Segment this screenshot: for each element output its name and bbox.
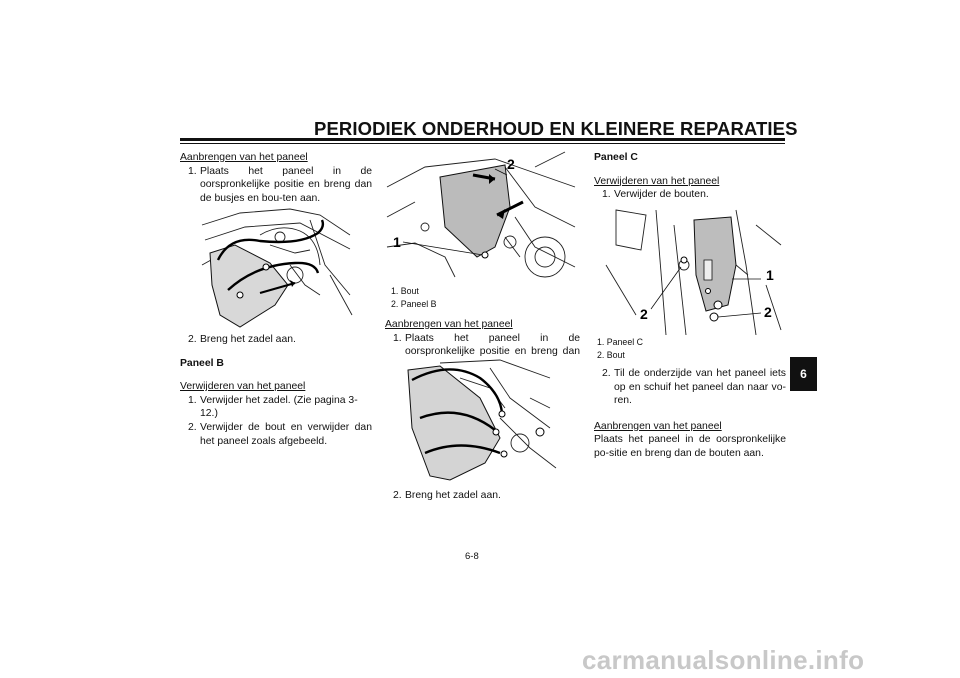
remove-step-1: 1. Verwijder het zadel. (Zie pagina 3-12… (180, 394, 372, 421)
left-column: Aanbrengen van het paneel 1. Plaats het … (180, 151, 372, 205)
panel-b-illustration: 2 1 (386, 151, 576, 278)
step-number: 1. (188, 165, 197, 177)
step-text: Til de onderzijde van het paneel iets op… (614, 368, 786, 407)
step-text: Breng het zadel aan. (405, 490, 501, 501)
install-b-step-2: 2. Breng het zadel aan. (385, 489, 580, 503)
chapter-tab: 6 (790, 357, 817, 391)
panel-c-illustration: 1 2 2 (605, 209, 782, 336)
callout-2-left: 2 (640, 306, 648, 322)
remove-heading: Verwijderen van het paneel (180, 381, 306, 393)
right-column-lower: 2. Til de onderzijde van het paneel iets… (594, 367, 786, 461)
install-heading-c: Aanbrengen van het paneel (594, 420, 722, 432)
caption-panel-b: 2. Paneel B (391, 298, 437, 309)
caption-bolt-c: 2. Bout (597, 349, 625, 360)
panel-b-install-illustration (407, 359, 557, 481)
figure-b-captions: 1. Bout 2. Paneel B (391, 285, 571, 310)
install-heading-b: Aanbrengen van het paneel (385, 319, 513, 330)
install-step-2: 2. Breng het zadel aan. (180, 333, 372, 347)
remove-heading-c: Verwijderen van het paneel (594, 175, 720, 187)
middle-column-lower: 2. Breng het zadel aan. (385, 489, 580, 503)
page-number: 6-8 (465, 551, 479, 562)
left-column-lower: 2. Breng het zadel aan. Paneel B Verwijd… (180, 333, 372, 448)
panel-c-title: Paneel C (594, 152, 638, 163)
remove-step-2: 2. Verwijder de bout en verwijder dan he… (180, 421, 372, 448)
figure-panel-b-install (400, 358, 558, 482)
caption-panel-c: 1. Paneel C (597, 337, 643, 347)
remove-c-step-1: 1. Verwijder de bouten. (594, 188, 786, 202)
step-text: Verwijder de bout en verwijder dan het p… (200, 421, 372, 447)
callout-1: 1 (393, 234, 401, 250)
remove-c-step-2: 2. Til de onderzijde van het paneel iets… (594, 367, 786, 408)
step-number: 2. (393, 490, 402, 501)
caption-bolt: 1. Bout (391, 286, 419, 296)
step-text: Verwijder het zadel. (Zie pagina 3-12.) (200, 394, 358, 420)
panel-b-title: Paneel B (180, 357, 224, 369)
callout-2: 2 (507, 156, 515, 172)
motorcycle-side-panel-illustration (201, 208, 353, 328)
figure-panel-b-remove: 2 1 (385, 147, 577, 285)
watermark: carmanualsonline.info (582, 645, 865, 675)
step-text: Plaats het paneel in de oorspronkelijke … (200, 165, 372, 204)
figure-panel-c-remove: 1 2 2 (596, 205, 786, 336)
right-column: Paneel C Verwijderen van het paneel 1. V… (594, 151, 786, 202)
install-c-text: Plaats het paneel in de oorspronkelijke … (594, 434, 786, 459)
figure-panel-a-install (200, 205, 355, 328)
step-number: 1. (393, 332, 402, 344)
figure-c-captions: 1. Paneel C 2. Bout (597, 336, 777, 361)
step-number: 1. (602, 189, 611, 201)
install-step-1: 1. Plaats het paneel in de oorspronkelij… (180, 165, 372, 206)
step-number: 2. (188, 421, 197, 433)
header-rule-thin (180, 143, 785, 144)
step-text: Verwijder de bouten. (614, 189, 709, 201)
step-number: 1. (188, 394, 197, 406)
step-text: Breng het zadel aan. (200, 334, 296, 345)
step-number: 2. (188, 334, 197, 345)
install-heading: Aanbrengen van het paneel (180, 152, 308, 163)
step-number: 2. (602, 368, 611, 379)
callout-2-right: 2 (764, 304, 772, 320)
header-rule-thick (180, 138, 785, 141)
page-title: PERIODIEK ONDERHOUD EN KLEINERE REPARATI… (314, 118, 798, 139)
callout-1: 1 (766, 267, 774, 283)
